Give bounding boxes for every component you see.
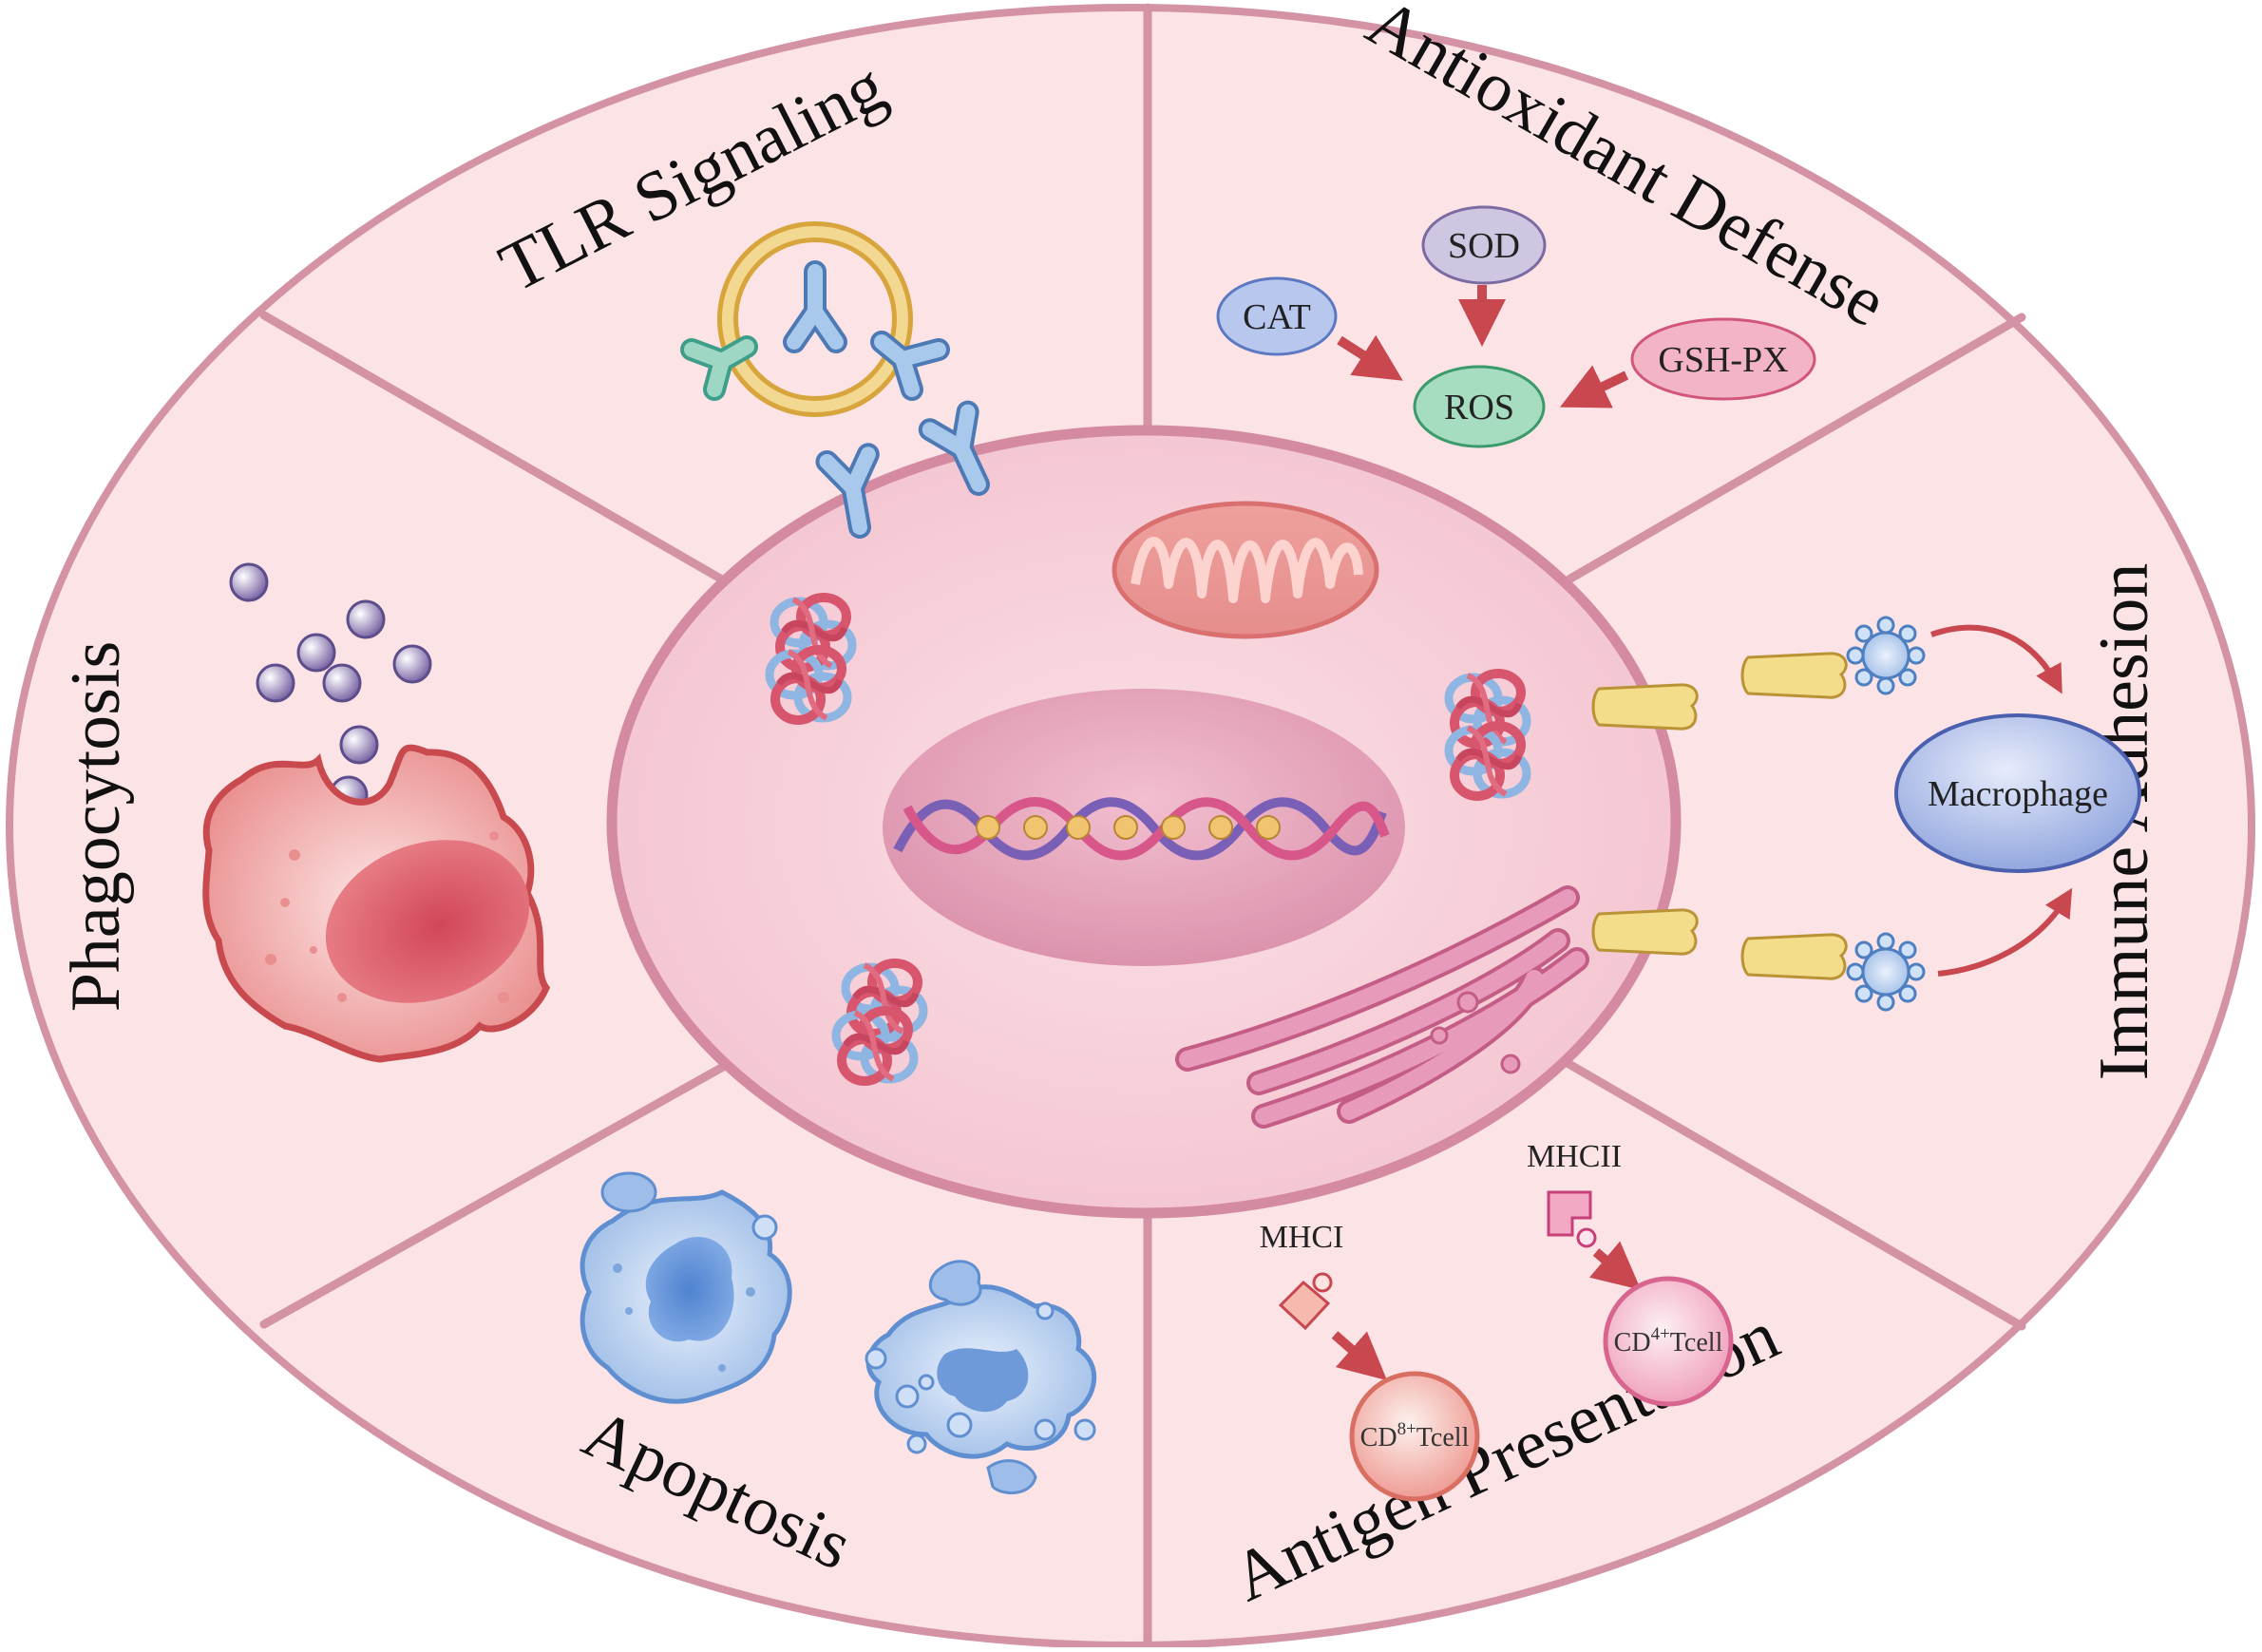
svg-text:CD8+Tcell: CD8+Tcell <box>1360 1419 1470 1453</box>
gsh-px-node: GSH-PX <box>1630 317 1816 401</box>
phagocytosis-section: Phagocytosis <box>57 562 551 1063</box>
apoptotic-cell-intact <box>580 1171 792 1404</box>
immune-adhesion-section: Immune Adhesion Macrophage <box>1591 563 2163 1080</box>
nucleus <box>883 689 1405 966</box>
receptor-icon-green <box>680 335 758 401</box>
mitochondrion <box>1112 501 1379 639</box>
svg-text:CD4+Tcell: CD4+Tcell <box>1614 1324 1723 1358</box>
particle-beads <box>229 562 432 815</box>
macrophage-node: Macrophage <box>1894 713 2141 873</box>
ros-label: ROS <box>1444 388 1514 427</box>
mhc1-icon <box>1278 1272 1333 1331</box>
gsh-px-label: GSH-PX <box>1658 340 1788 380</box>
cd8-prefix: CD <box>1360 1423 1397 1453</box>
antigen-arrows <box>1331 1241 1642 1381</box>
macrophage-label: Macrophage <box>1928 774 2108 814</box>
cat-label: CAT <box>1243 297 1311 337</box>
cd8-sup: 8+ <box>1397 1419 1416 1439</box>
sod-node: SOD <box>1421 205 1547 285</box>
sod-label: SOD <box>1448 226 1520 266</box>
dna-helix <box>893 797 1390 861</box>
mhc1-label: MHCI <box>1260 1220 1344 1255</box>
cd8-tcell: CD8+Tcell <box>1349 1371 1480 1502</box>
cd4-sup: 4+ <box>1651 1324 1670 1344</box>
mhc2-label: MHCII <box>1527 1139 1622 1174</box>
phagocyte-cell <box>202 744 551 1063</box>
adhesion-arrows <box>1930 624 2073 977</box>
golgi-apparatus <box>1175 885 1589 1129</box>
cd4-tcell: CD4+Tcell <box>1603 1276 1734 1407</box>
antioxidant-arrows <box>1337 285 1629 408</box>
phagocytosis-title: Phagocytosis <box>57 641 135 1013</box>
ros-node: ROS <box>1413 365 1546 448</box>
apoptotic-cell-fragmented <box>865 1260 1097 1495</box>
cd4-prefix: CD <box>1614 1328 1651 1358</box>
mhc2-icon <box>1547 1190 1597 1248</box>
section-dividers <box>259 3 2026 1650</box>
cat-node: CAT <box>1216 276 1338 356</box>
cd8-suffix: Tcell <box>1416 1423 1470 1453</box>
cd4-suffix: Tcell <box>1670 1328 1723 1358</box>
receptor-icon-right <box>870 331 950 401</box>
